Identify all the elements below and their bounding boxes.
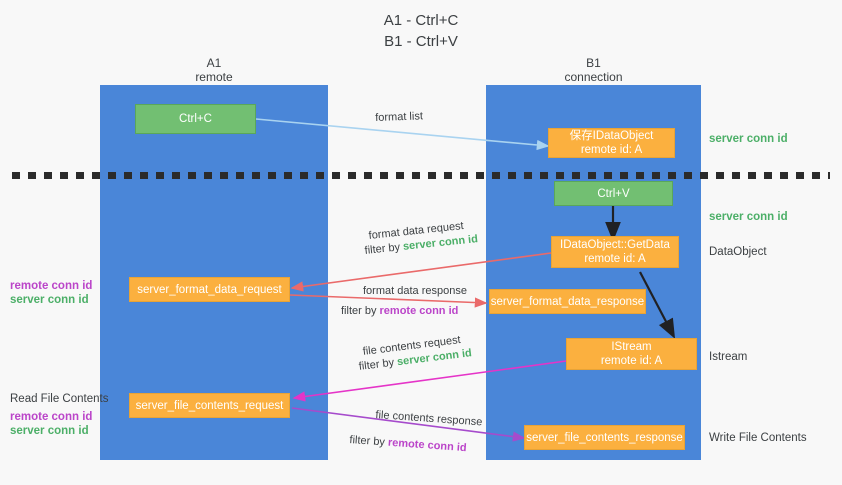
node-server-format-data-request-label: server_format_data_request [137, 283, 282, 296]
node-ctrl-c[interactable]: Ctrl+C [135, 104, 256, 134]
node-save-idataobject[interactable]: 保存IDataObject remote id: A [548, 128, 675, 158]
filter-value-remote-conn-id-2: remote conn id [387, 436, 468, 455]
node-save-idataobject-line2: remote id: A [580, 144, 643, 156]
node-server-format-data-response-label: server_format_data_response [490, 295, 645, 308]
lane-header-b1: B1 connection [486, 56, 701, 84]
lane-b1-sub: connection [564, 70, 623, 84]
annotation-server-conn-id-4: server conn id [10, 425, 89, 437]
annotation-write-file-contents: Write File Contents [709, 432, 807, 444]
filter-value-remote-conn-id-1: remote conn id [379, 305, 459, 317]
lane-b1-name: B1 [586, 56, 601, 70]
node-ctrl-c-line1: Ctrl+C [179, 113, 212, 125]
node-getdata-line2: remote id: A [584, 253, 646, 265]
node-istream-line2: remote id: A [600, 355, 663, 367]
node-server-file-contents-request[interactable]: server_file_contents_request [129, 393, 290, 418]
node-getdata-line1: IDataObject::GetData [560, 239, 670, 251]
filter-prefix-1: filter by [364, 240, 404, 257]
annotation-server-conn-id-2: server conn id [709, 211, 788, 223]
edge-label-format-data-response-filter: filter by remote conn id [341, 304, 458, 319]
node-idataobject-getdata[interactable]: IDataObject::GetData remote id: A [551, 236, 679, 268]
annotation-remote-conn-id-1: remote conn id [10, 280, 93, 292]
node-server-file-contents-response-label: server_file_contents_response [526, 431, 683, 444]
node-ctrl-v[interactable]: Ctrl+V [554, 181, 673, 206]
edge-label-file-contents-response: file contents response [375, 408, 483, 429]
annotation-server-conn-id-1: server conn id [709, 133, 788, 145]
node-server-file-contents-response[interactable]: server_file_contents_response [524, 425, 685, 450]
filter-prefix-3: filter by [358, 356, 398, 373]
lane-a1-name: A1 [206, 56, 222, 70]
node-istream[interactable]: IStream remote id: A [566, 338, 697, 370]
node-save-idataobject-line1: 保存IDataObject [569, 130, 654, 142]
annotation-dataobject: DataObject [709, 246, 767, 258]
edge-label-format-list: format list [375, 110, 424, 124]
annotation-istream: Istream [709, 351, 748, 363]
edge-label-format-data-response: format data response [363, 285, 467, 297]
annotation-server-conn-id-3: server conn id [10, 294, 89, 306]
annotation-read-file-contents: Read File Contents [10, 393, 109, 405]
node-ctrl-v-line1: Ctrl+V [597, 187, 630, 200]
lane-a1-sub: remote [195, 70, 233, 84]
title-line-1: A1 - Ctrl+C [383, 12, 459, 29]
edge-label-file-contents-response-filter: filter by remote conn id [349, 433, 467, 456]
node-istream-line1: IStream [611, 341, 652, 353]
filter-prefix-4: filter by [349, 433, 389, 449]
annotation-remote-conn-id-2: remote conn id [10, 411, 93, 423]
title-line-2: B1 - Ctrl+V [384, 33, 458, 50]
dashed-divider [12, 172, 830, 179]
filter-prefix-2: filter by [341, 305, 380, 317]
node-server-file-contents-request-label: server_file_contents_request [135, 399, 284, 412]
node-server-format-data-request[interactable]: server_format_data_request [129, 277, 290, 302]
node-server-format-data-response[interactable]: server_format_data_response [489, 289, 646, 314]
diagram-title: A1 - Ctrl+C B1 - Ctrl+V [0, 10, 842, 52]
lane-header-a1: A1 remote [100, 56, 328, 84]
